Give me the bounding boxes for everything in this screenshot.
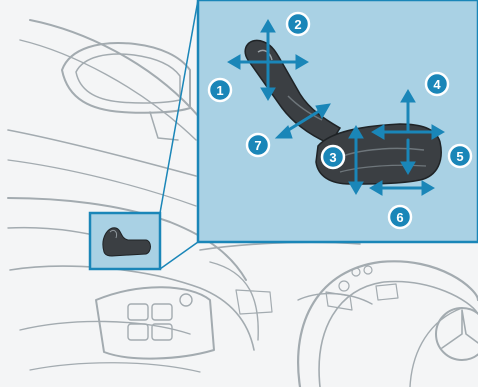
side-mirror-inner xyxy=(76,54,180,103)
callout-7: 7 xyxy=(247,134,269,156)
zoom-leader-lines xyxy=(160,0,198,269)
svg-text:4: 4 xyxy=(433,77,441,92)
callout-2: 2 xyxy=(287,13,309,35)
window-switch-3 xyxy=(128,324,148,340)
callout-6: 6 xyxy=(389,206,411,228)
emblem-ring xyxy=(436,308,478,360)
svg-text:7: 7 xyxy=(254,138,261,153)
callout-3: 3 xyxy=(322,146,344,168)
svg-text:3: 3 xyxy=(329,150,336,165)
svg-text:2: 2 xyxy=(294,17,301,32)
svg-text:5: 5 xyxy=(456,149,463,164)
door-seat-switch-marker xyxy=(90,213,160,269)
callout-5: 5 xyxy=(449,145,471,167)
steering-wheel-rim xyxy=(298,261,478,387)
svg-text:1: 1 xyxy=(216,83,223,98)
callout-4: 4 xyxy=(426,73,448,95)
window-switch-1 xyxy=(128,304,148,320)
detail-panel: 1 2 3 4 5 xyxy=(198,0,478,242)
callout-1: 1 xyxy=(209,79,231,101)
svg-text:6: 6 xyxy=(396,210,403,225)
window-switch-2 xyxy=(152,304,172,320)
armrest xyxy=(96,287,214,358)
